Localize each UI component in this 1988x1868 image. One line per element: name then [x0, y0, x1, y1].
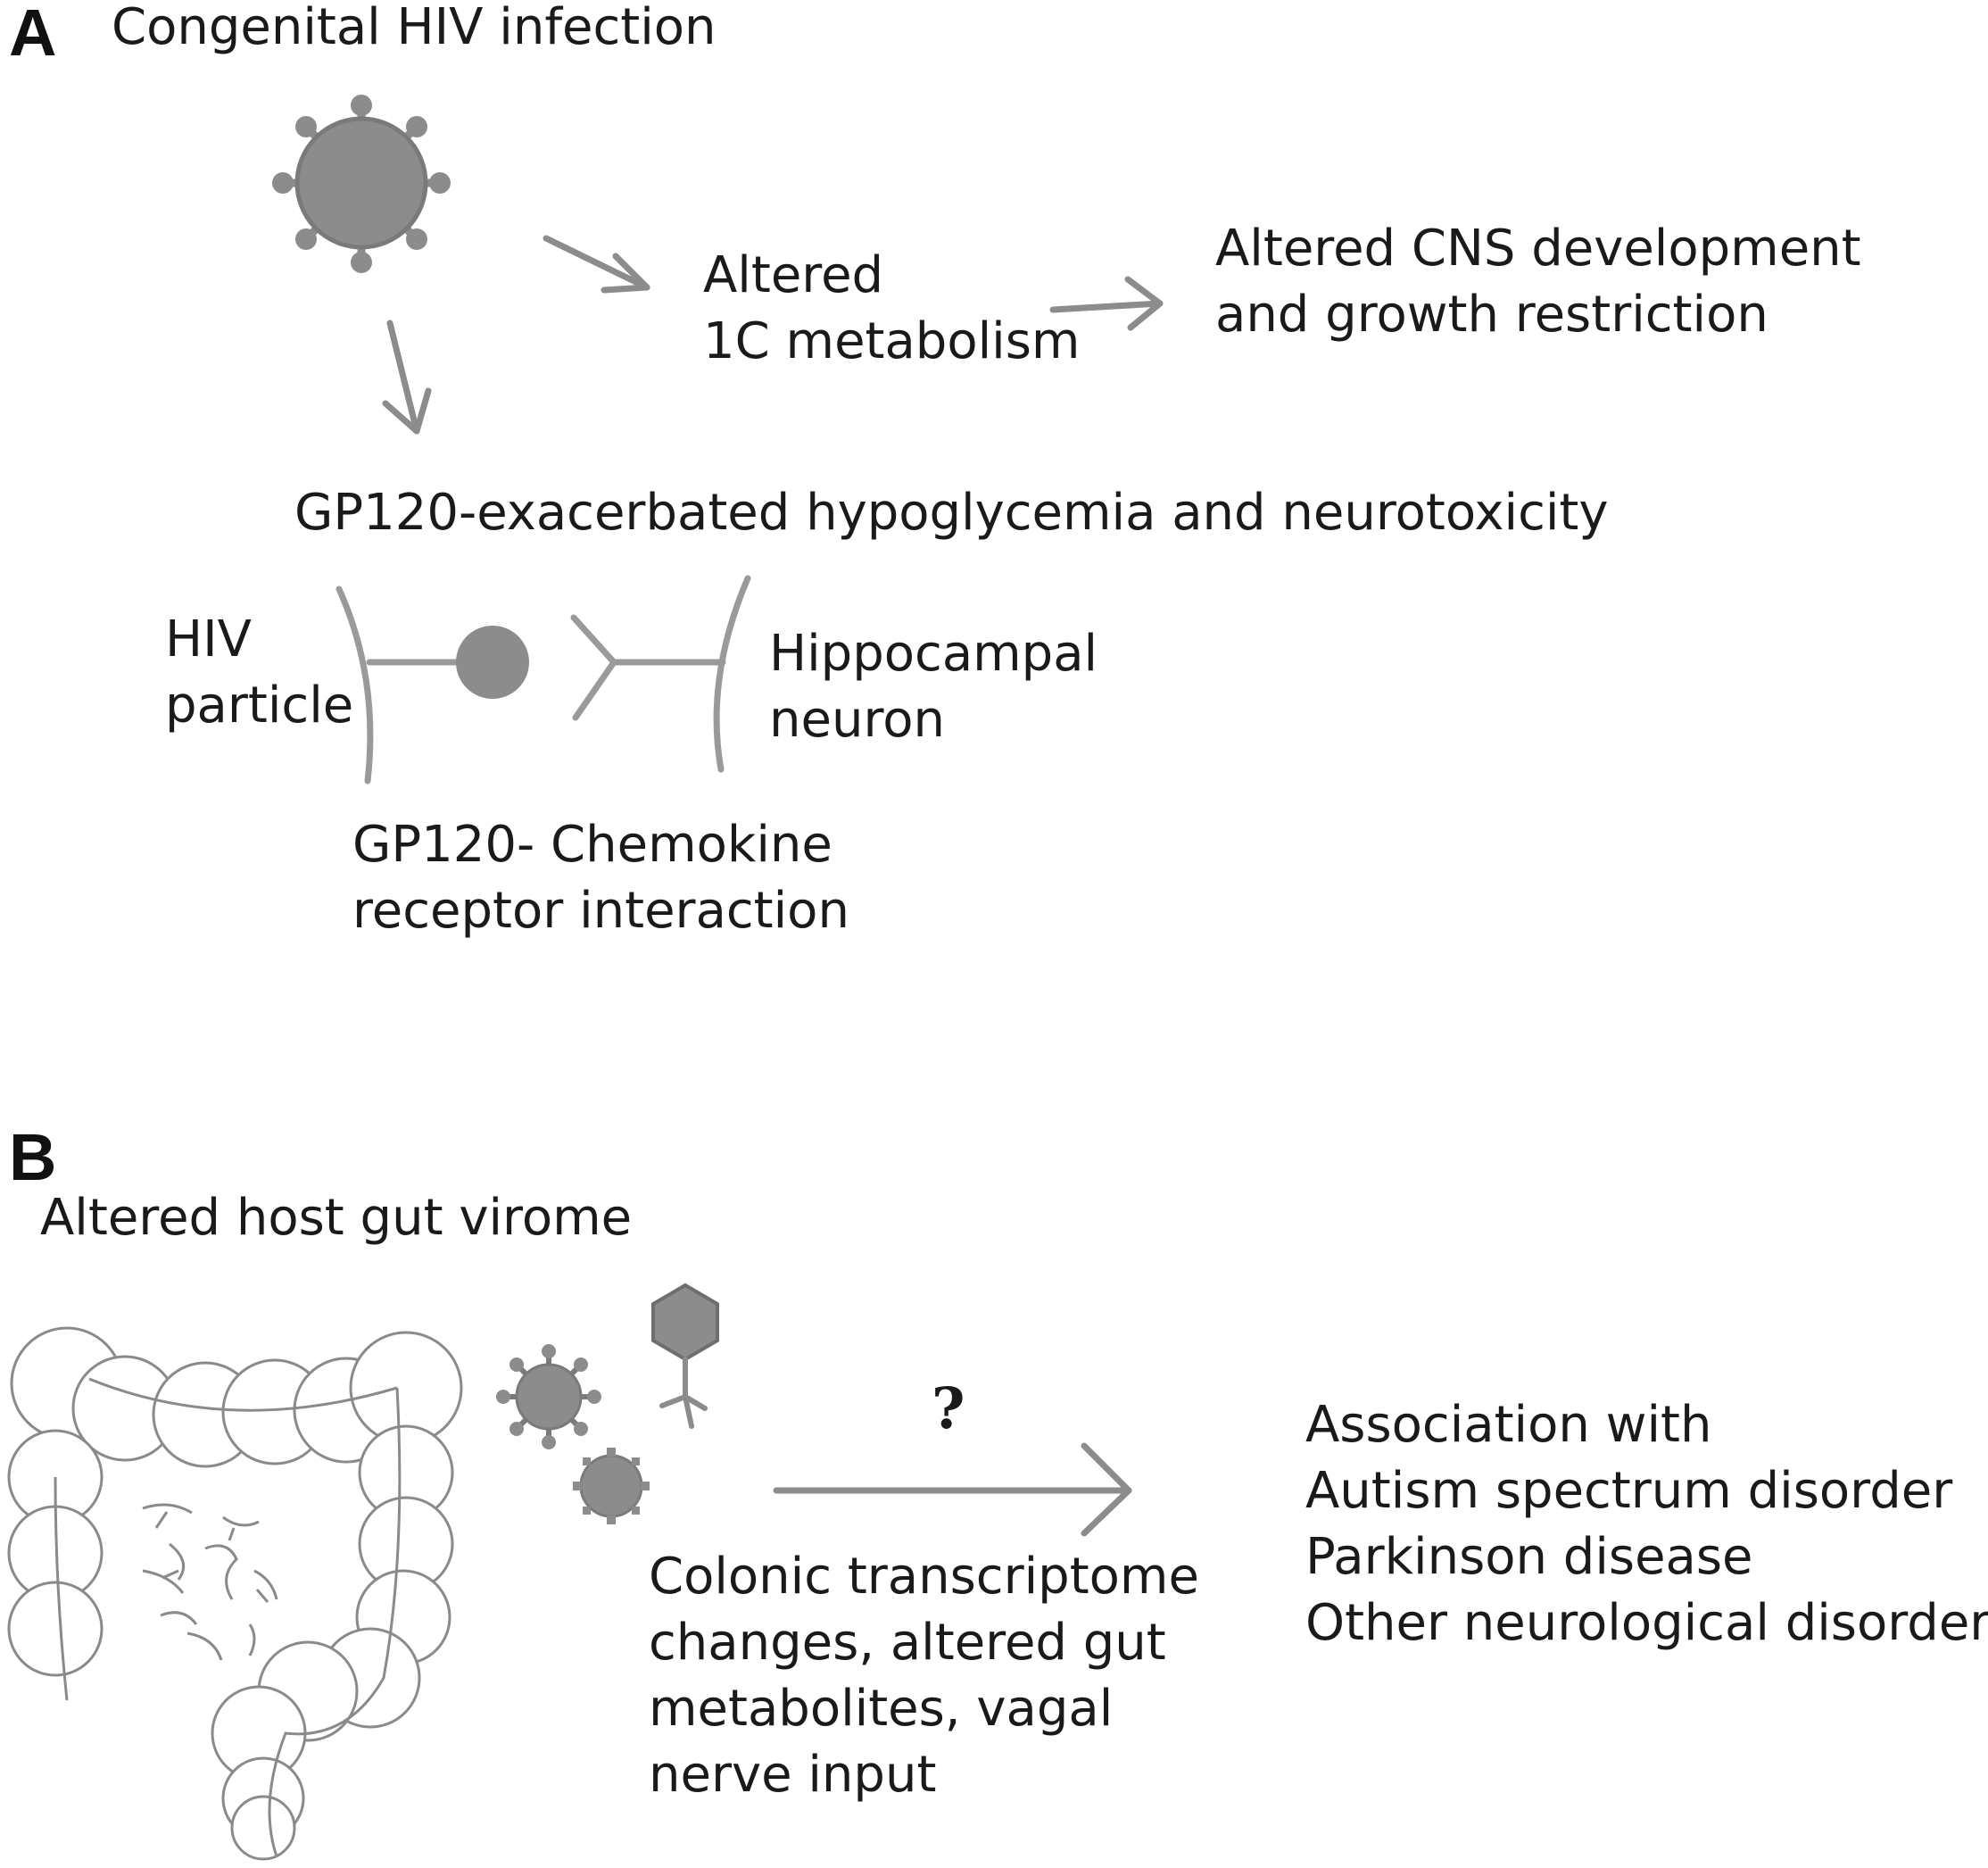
hiv-particle-membrane — [335, 585, 463, 785]
mechanism-line-4: nerve input — [649, 1746, 937, 1804]
mechanism-line-1: Colonic transcriptome — [649, 1548, 1199, 1606]
association-line-2: Autism spectrum disorder — [1305, 1462, 1953, 1520]
panel-b-label: B — [9, 1120, 57, 1194]
mechanism-line-3: metabolites, vagal — [649, 1680, 1114, 1738]
metabolism-label-line-2: 1C metabolism — [703, 312, 1081, 370]
panel-a-label: A — [9, 0, 57, 70]
unknown-link-question-mark: ? — [932, 1375, 965, 1442]
hiv-particle-label-line-1: HIV — [165, 610, 252, 668]
panel-b-title: Altered host gut virome — [40, 1189, 633, 1247]
interaction-label-line-2: receptor interaction — [352, 882, 849, 940]
gp120-ball-icon — [456, 626, 529, 699]
arrow-metabolism-to-cns — [1049, 276, 1164, 331]
panel-a-title: Congenital HIV infection — [112, 0, 717, 56]
hiv-virion-icon — [272, 95, 451, 273]
gp120-heading: GP120-exacerbated hypoglycemia and neuro… — [294, 484, 1609, 542]
cns-outcome-line-1: Altered CNS development — [1215, 220, 1861, 278]
arrow-virome-to-disorders — [773, 1442, 1132, 1537]
arrow-virion-to-metabolism — [543, 235, 650, 294]
cns-outcome-line-2: and growth restriction — [1215, 286, 1768, 344]
metabolism-label-line-1: Altered — [703, 246, 884, 304]
association-line-4: Other neurological disorders? — [1305, 1594, 1988, 1652]
hiv-particle-label-line-2: particle — [165, 677, 354, 735]
association-line-3: Parkinson disease — [1305, 1528, 1753, 1586]
association-line-1: Association with — [1305, 1396, 1712, 1454]
mechanism-line-2: changes, altered gut — [649, 1614, 1166, 1672]
hippocampal-neuron-membrane — [713, 575, 751, 773]
bacteriophage-icon — [651, 1283, 719, 1429]
neuron-label-line-1: Hippocampal — [769, 625, 1098, 683]
interaction-label-line-1: GP120- Chemokine — [352, 816, 832, 874]
arrow-virion-to-gp120 — [382, 320, 432, 435]
chemokine-receptor-icon — [570, 614, 726, 721]
gut-virus-icon-1 — [496, 1344, 601, 1449]
neuron-label-line-2: neuron — [769, 691, 945, 749]
gut-virus-icon-2 — [573, 1448, 650, 1524]
colon-illustration — [7, 1326, 463, 1861]
